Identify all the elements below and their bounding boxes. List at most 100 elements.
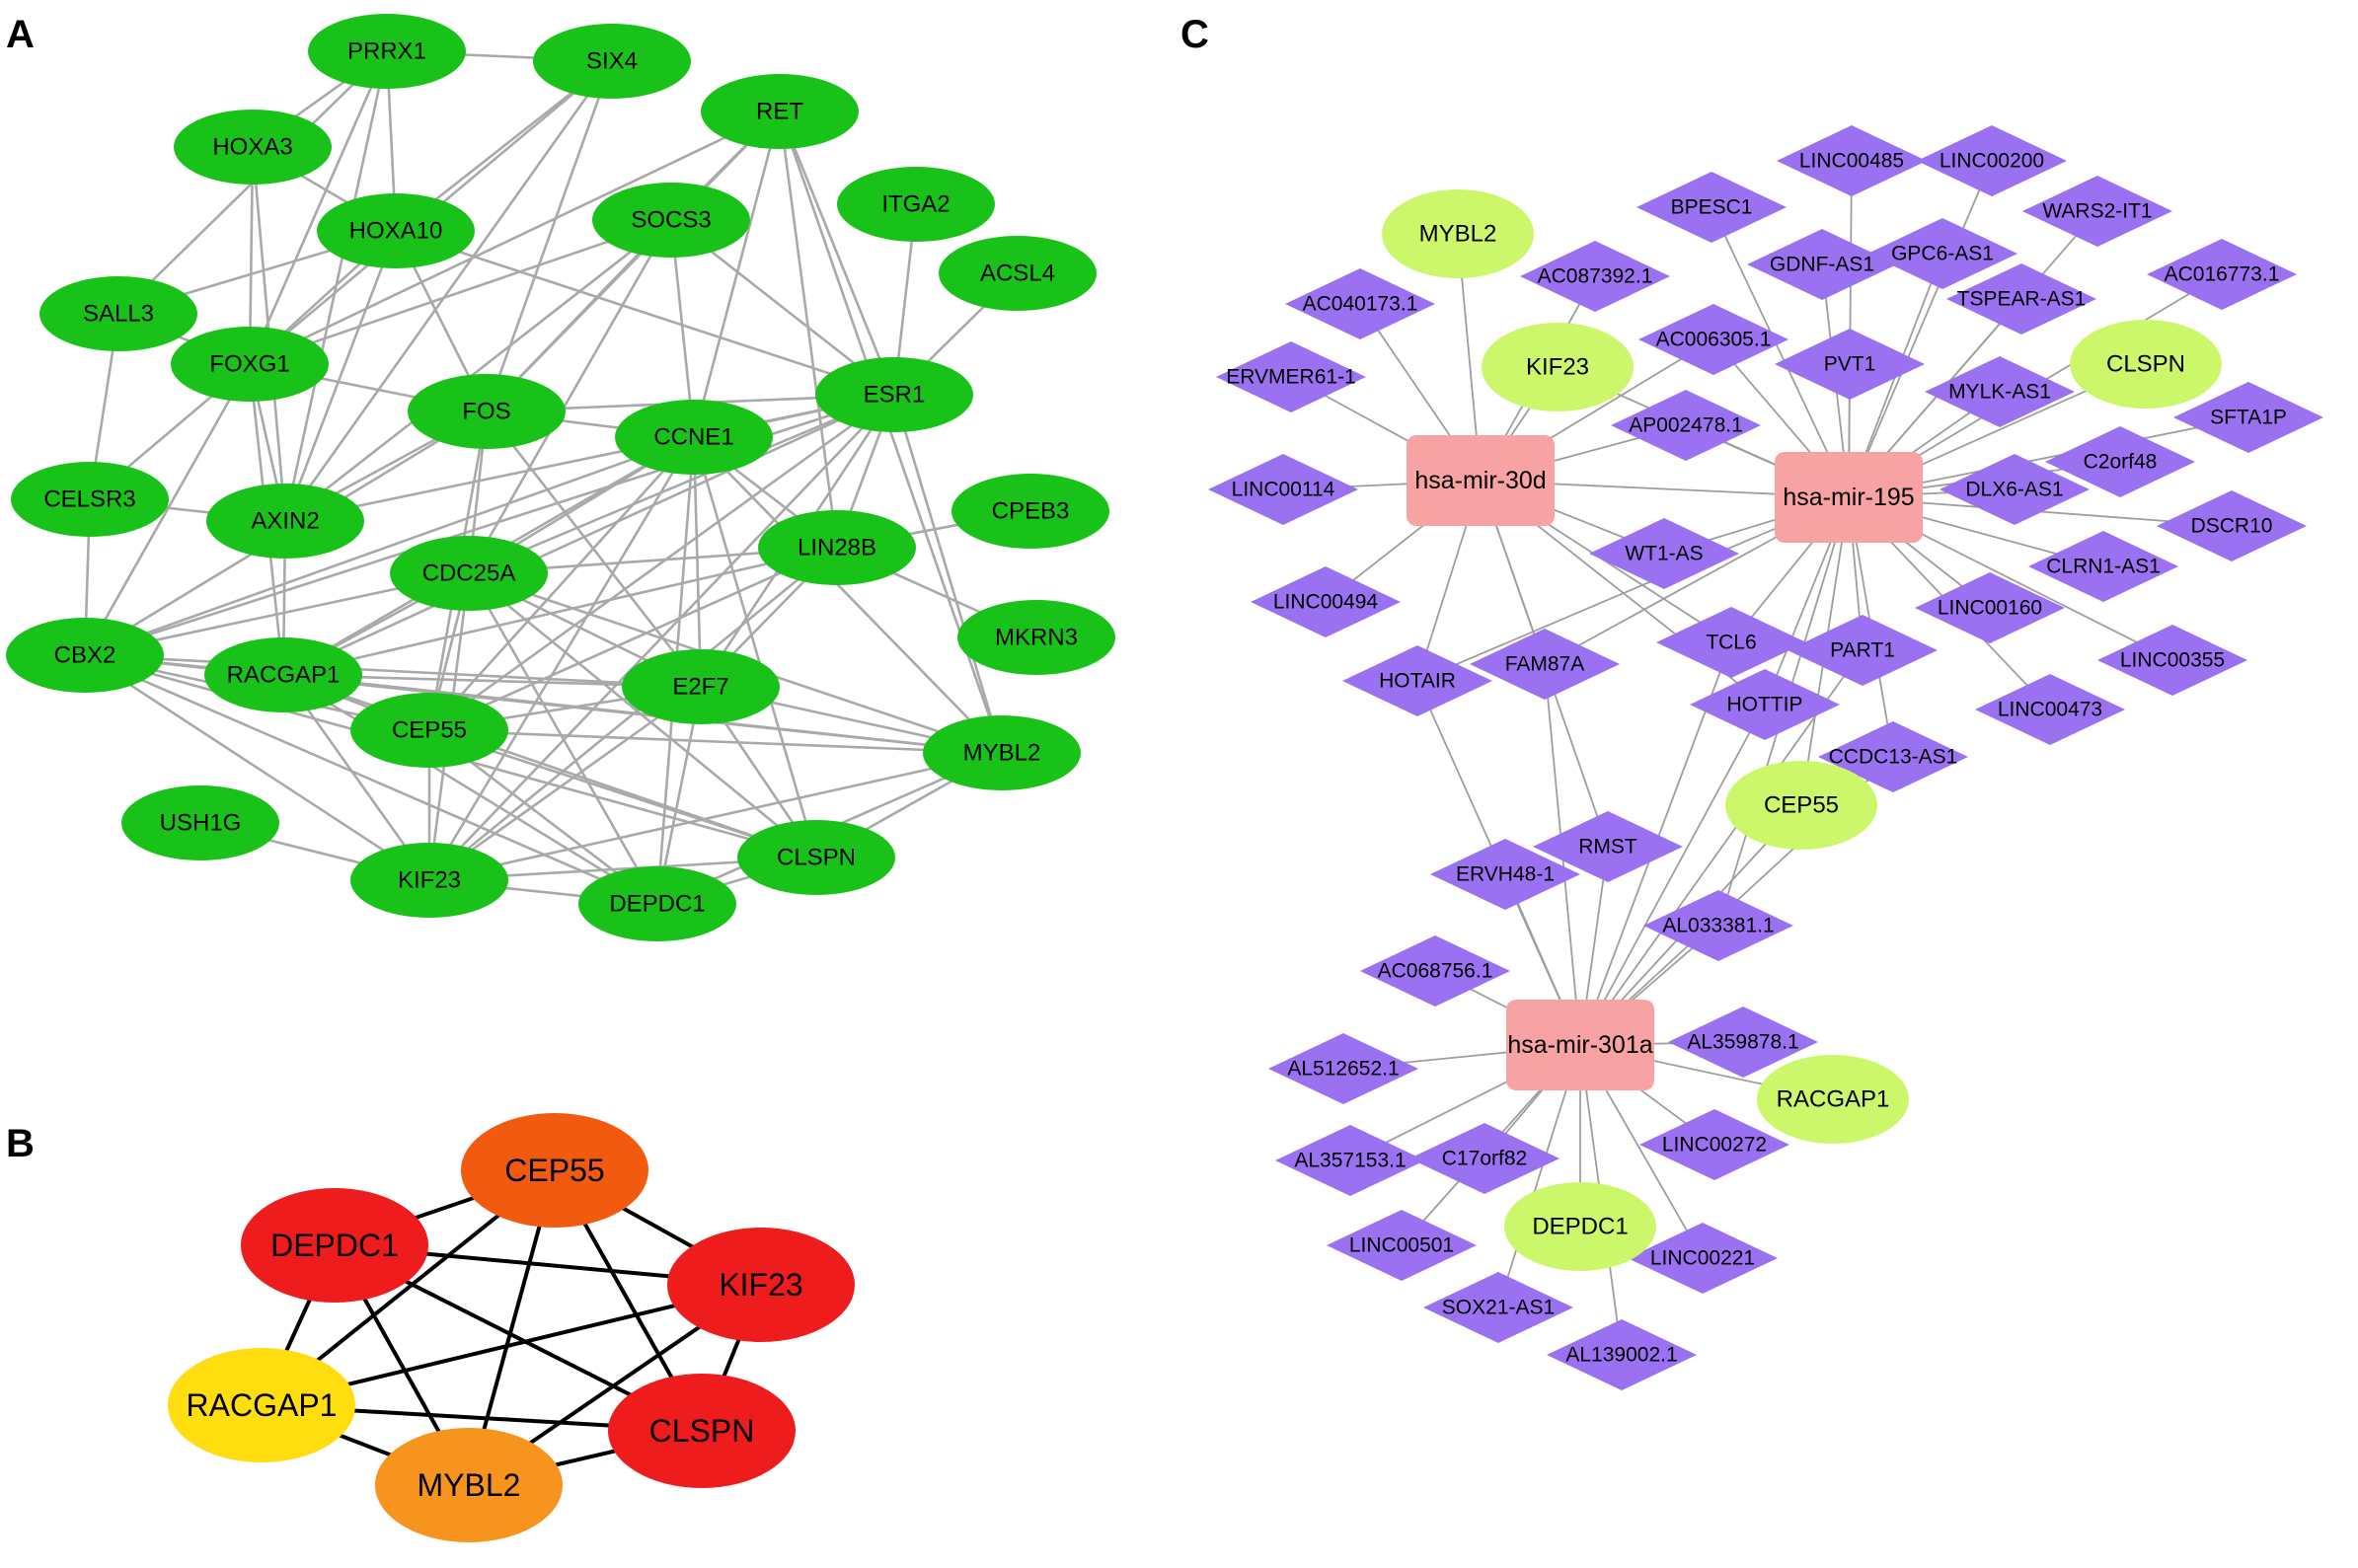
lncrna-tspear-as1[interactable]: TSPEAR-AS1: [1946, 263, 2096, 335]
mrna-kif23[interactable]: KIF23: [1482, 323, 1634, 411]
node-cep55[interactable]: CEP55: [350, 693, 508, 768]
node-mkrn3[interactable]: MKRN3: [957, 600, 1115, 675]
node-prrx1[interactable]: PRRX1: [308, 14, 466, 89]
node-acsl4[interactable]: ACSL4: [939, 236, 1097, 311]
lncrna-sox21-as1[interactable]: SOX21-AS1: [1423, 1272, 1573, 1343]
node-hoxa3[interactable]: HOXA3: [174, 110, 332, 185]
node-ret-label: RET: [756, 99, 803, 125]
lncrna-pvt1[interactable]: PVT1: [1775, 329, 1925, 400]
lncrna-dscr10[interactable]: DSCR10: [2157, 490, 2307, 561]
node-fos[interactable]: FOS: [408, 374, 566, 449]
lncrna-c2orf48[interactable]: C2orf48: [2045, 426, 2195, 497]
lncrna-linc00473[interactable]: LINC00473: [1975, 674, 2125, 745]
lncrna-al512652-1-diamond: [1268, 1033, 1418, 1104]
lncrna-fam87a[interactable]: FAM87A: [1470, 629, 1620, 700]
lncrna-al359878-1[interactable]: AL359878.1: [1668, 1007, 1818, 1078]
lncrna-wt1-as[interactable]: WT1-AS: [1589, 518, 1739, 589]
edge-ccne1-mybl2: [693, 436, 1003, 754]
hub-node-clspn[interactable]: CLSPN: [608, 1374, 796, 1488]
node-hoxa10[interactable]: HOXA10: [317, 193, 475, 268]
lncrna-sfta1p[interactable]: SFTA1P: [2173, 382, 2323, 453]
lncrna-ac068756-1[interactable]: AC068756.1: [1360, 935, 1510, 1007]
lncrna-rmst[interactable]: RMST: [1533, 811, 1683, 882]
hub-node-racgap1[interactable]: RACGAP1: [168, 1348, 355, 1462]
lncrna-al139002-1[interactable]: AL139002.1: [1547, 1319, 1697, 1390]
mrna-cep55[interactable]: CEP55: [1725, 761, 1877, 850]
mirna-hsa-mir-195[interactable]: hsa-mir-195: [1775, 452, 1923, 543]
node-foxg1[interactable]: FOXG1: [171, 327, 329, 402]
lncrna-gpc6-as1[interactable]: GPC6-AS1: [1867, 218, 2017, 289]
lncrna-wars2-it1[interactable]: WARS2-IT1: [2022, 176, 2172, 247]
node-ccne1[interactable]: CCNE1: [615, 400, 773, 475]
hub-node-depdc1[interactable]: DEPDC1: [241, 1188, 428, 1303]
node-esr1[interactable]: ESR1: [815, 357, 973, 432]
node-mkrn3-shape: [957, 600, 1115, 675]
lncrna-part1[interactable]: PART1: [1788, 615, 1938, 686]
lncrna-ervmer61-1[interactable]: ERVMER61-1: [1216, 341, 1366, 412]
node-depdc1[interactable]: DEPDC1: [578, 866, 736, 941]
node-ush1g[interactable]: USH1G: [121, 785, 279, 860]
node-socs3[interactable]: SOCS3: [592, 183, 750, 258]
node-mybl2[interactable]: MYBL2: [923, 715, 1081, 790]
lncrna-hotair[interactable]: HOTAIR: [1342, 645, 1492, 716]
lncrna-linc00160[interactable]: LINC00160: [1915, 572, 2065, 643]
node-ret[interactable]: RET: [701, 74, 859, 149]
node-sall3[interactable]: SALL3: [39, 276, 197, 351]
lncrna-ervh48-1[interactable]: ERVH48-1: [1430, 839, 1580, 910]
node-mybl2-shape: [923, 715, 1081, 790]
lncrna-al512652-1[interactable]: AL512652.1: [1268, 1033, 1418, 1104]
lncrna-linc00221[interactable]: LINC00221: [1628, 1223, 1778, 1294]
lncrna-ac006305-1[interactable]: AC006305.1: [1638, 304, 1788, 375]
lncrna-linc00200[interactable]: LINC00200: [1917, 125, 2067, 196]
node-kif23[interactable]: KIF23: [350, 843, 508, 918]
lncrna-tcl6[interactable]: TCL6: [1656, 607, 1806, 678]
lncrna-dlx6-as1-label: DLX6-AS1: [1965, 479, 2063, 501]
lncrna-bpesc1[interactable]: BPESC1: [1636, 172, 1787, 243]
node-itga2[interactable]: ITGA2: [837, 167, 995, 242]
lncrna-hottip[interactable]: HOTTIP: [1690, 669, 1840, 740]
node-celsr3[interactable]: CELSR3: [11, 462, 169, 537]
lncrna-ac087392-1[interactable]: AC087392.1: [1520, 241, 1670, 312]
lncrna-ac016773-1[interactable]: AC016773.1: [2147, 239, 2297, 310]
node-cdc25a[interactable]: CDC25A: [390, 536, 548, 611]
hub-node-cep55[interactable]: CEP55: [461, 1113, 648, 1228]
node-lin28b[interactable]: LIN28B: [758, 510, 916, 585]
mirna-hsa-mir-301a[interactable]: hsa-mir-301a: [1506, 1000, 1654, 1090]
lncrna-linc00355[interactable]: LINC00355: [2097, 625, 2247, 696]
node-e2f7[interactable]: E2F7: [622, 649, 780, 724]
lncrna-hottip-label: HOTTIP: [1727, 694, 1803, 716]
lncrna-dlx6-as1[interactable]: DLX6-AS1: [1940, 454, 2090, 525]
lncrna-linc00272[interactable]: LINC00272: [1639, 1109, 1789, 1180]
lncrna-linc00501[interactable]: LINC00501: [1327, 1210, 1477, 1281]
mrna-racgap1[interactable]: RACGAP1: [1757, 1055, 1909, 1144]
hub-node-depdc1-label: DEPDC1: [270, 1228, 399, 1263]
node-racgap1[interactable]: RACGAP1: [204, 637, 362, 712]
hub-node-kif23[interactable]: KIF23: [667, 1228, 855, 1342]
lncrna-al033381-1[interactable]: AL033381.1: [1643, 890, 1793, 961]
lncrna-sfta1p-diamond: [2173, 382, 2323, 453]
lncrna-ac040173-1[interactable]: AC040173.1: [1285, 268, 1435, 339]
lncrna-mylk-as1[interactable]: MYLK-AS1: [1925, 356, 2075, 427]
mrna-clspn[interactable]: CLSPN: [2070, 320, 2222, 409]
mrna-mybl2[interactable]: MYBL2: [1382, 189, 1534, 278]
hub-node-mybl2[interactable]: MYBL2: [375, 1428, 563, 1542]
lncrna-linc00114[interactable]: LINC00114: [1208, 454, 1358, 525]
lncrna-c17orf82[interactable]: C17orf82: [1409, 1123, 1559, 1194]
mrna-depdc1[interactable]: DEPDC1: [1504, 1182, 1656, 1271]
lncrna-ap002478-1[interactable]: AP002478.1: [1611, 390, 1761, 461]
node-clspn[interactable]: CLSPN: [737, 820, 895, 895]
lncrna-gdnf-as1[interactable]: GDNF-AS1: [1747, 229, 1897, 300]
node-cpeb3[interactable]: CPEB3: [951, 474, 1109, 549]
mirna-hsa-mir-30d[interactable]: hsa-mir-30d: [1407, 435, 1555, 526]
node-cbx2[interactable]: CBX2: [6, 618, 164, 693]
lncrna-linc00501-diamond: [1327, 1210, 1477, 1281]
lncrna-mylk-as1-diamond: [1925, 356, 2075, 427]
lncrna-al357153-1[interactable]: AL357153.1: [1275, 1125, 1425, 1196]
lncrna-linc00494[interactable]: LINC00494: [1251, 566, 1401, 637]
node-six4[interactable]: SIX4: [533, 24, 691, 99]
node-axin2[interactable]: AXIN2: [206, 484, 364, 559]
lncrna-clrn1-as1[interactable]: CLRN1-AS1: [2028, 531, 2178, 602]
node-lin28b-shape: [758, 510, 916, 585]
lncrna-linc00485[interactable]: LINC00485: [1777, 125, 1927, 196]
lncrna-fam87a-diamond: [1470, 629, 1620, 700]
